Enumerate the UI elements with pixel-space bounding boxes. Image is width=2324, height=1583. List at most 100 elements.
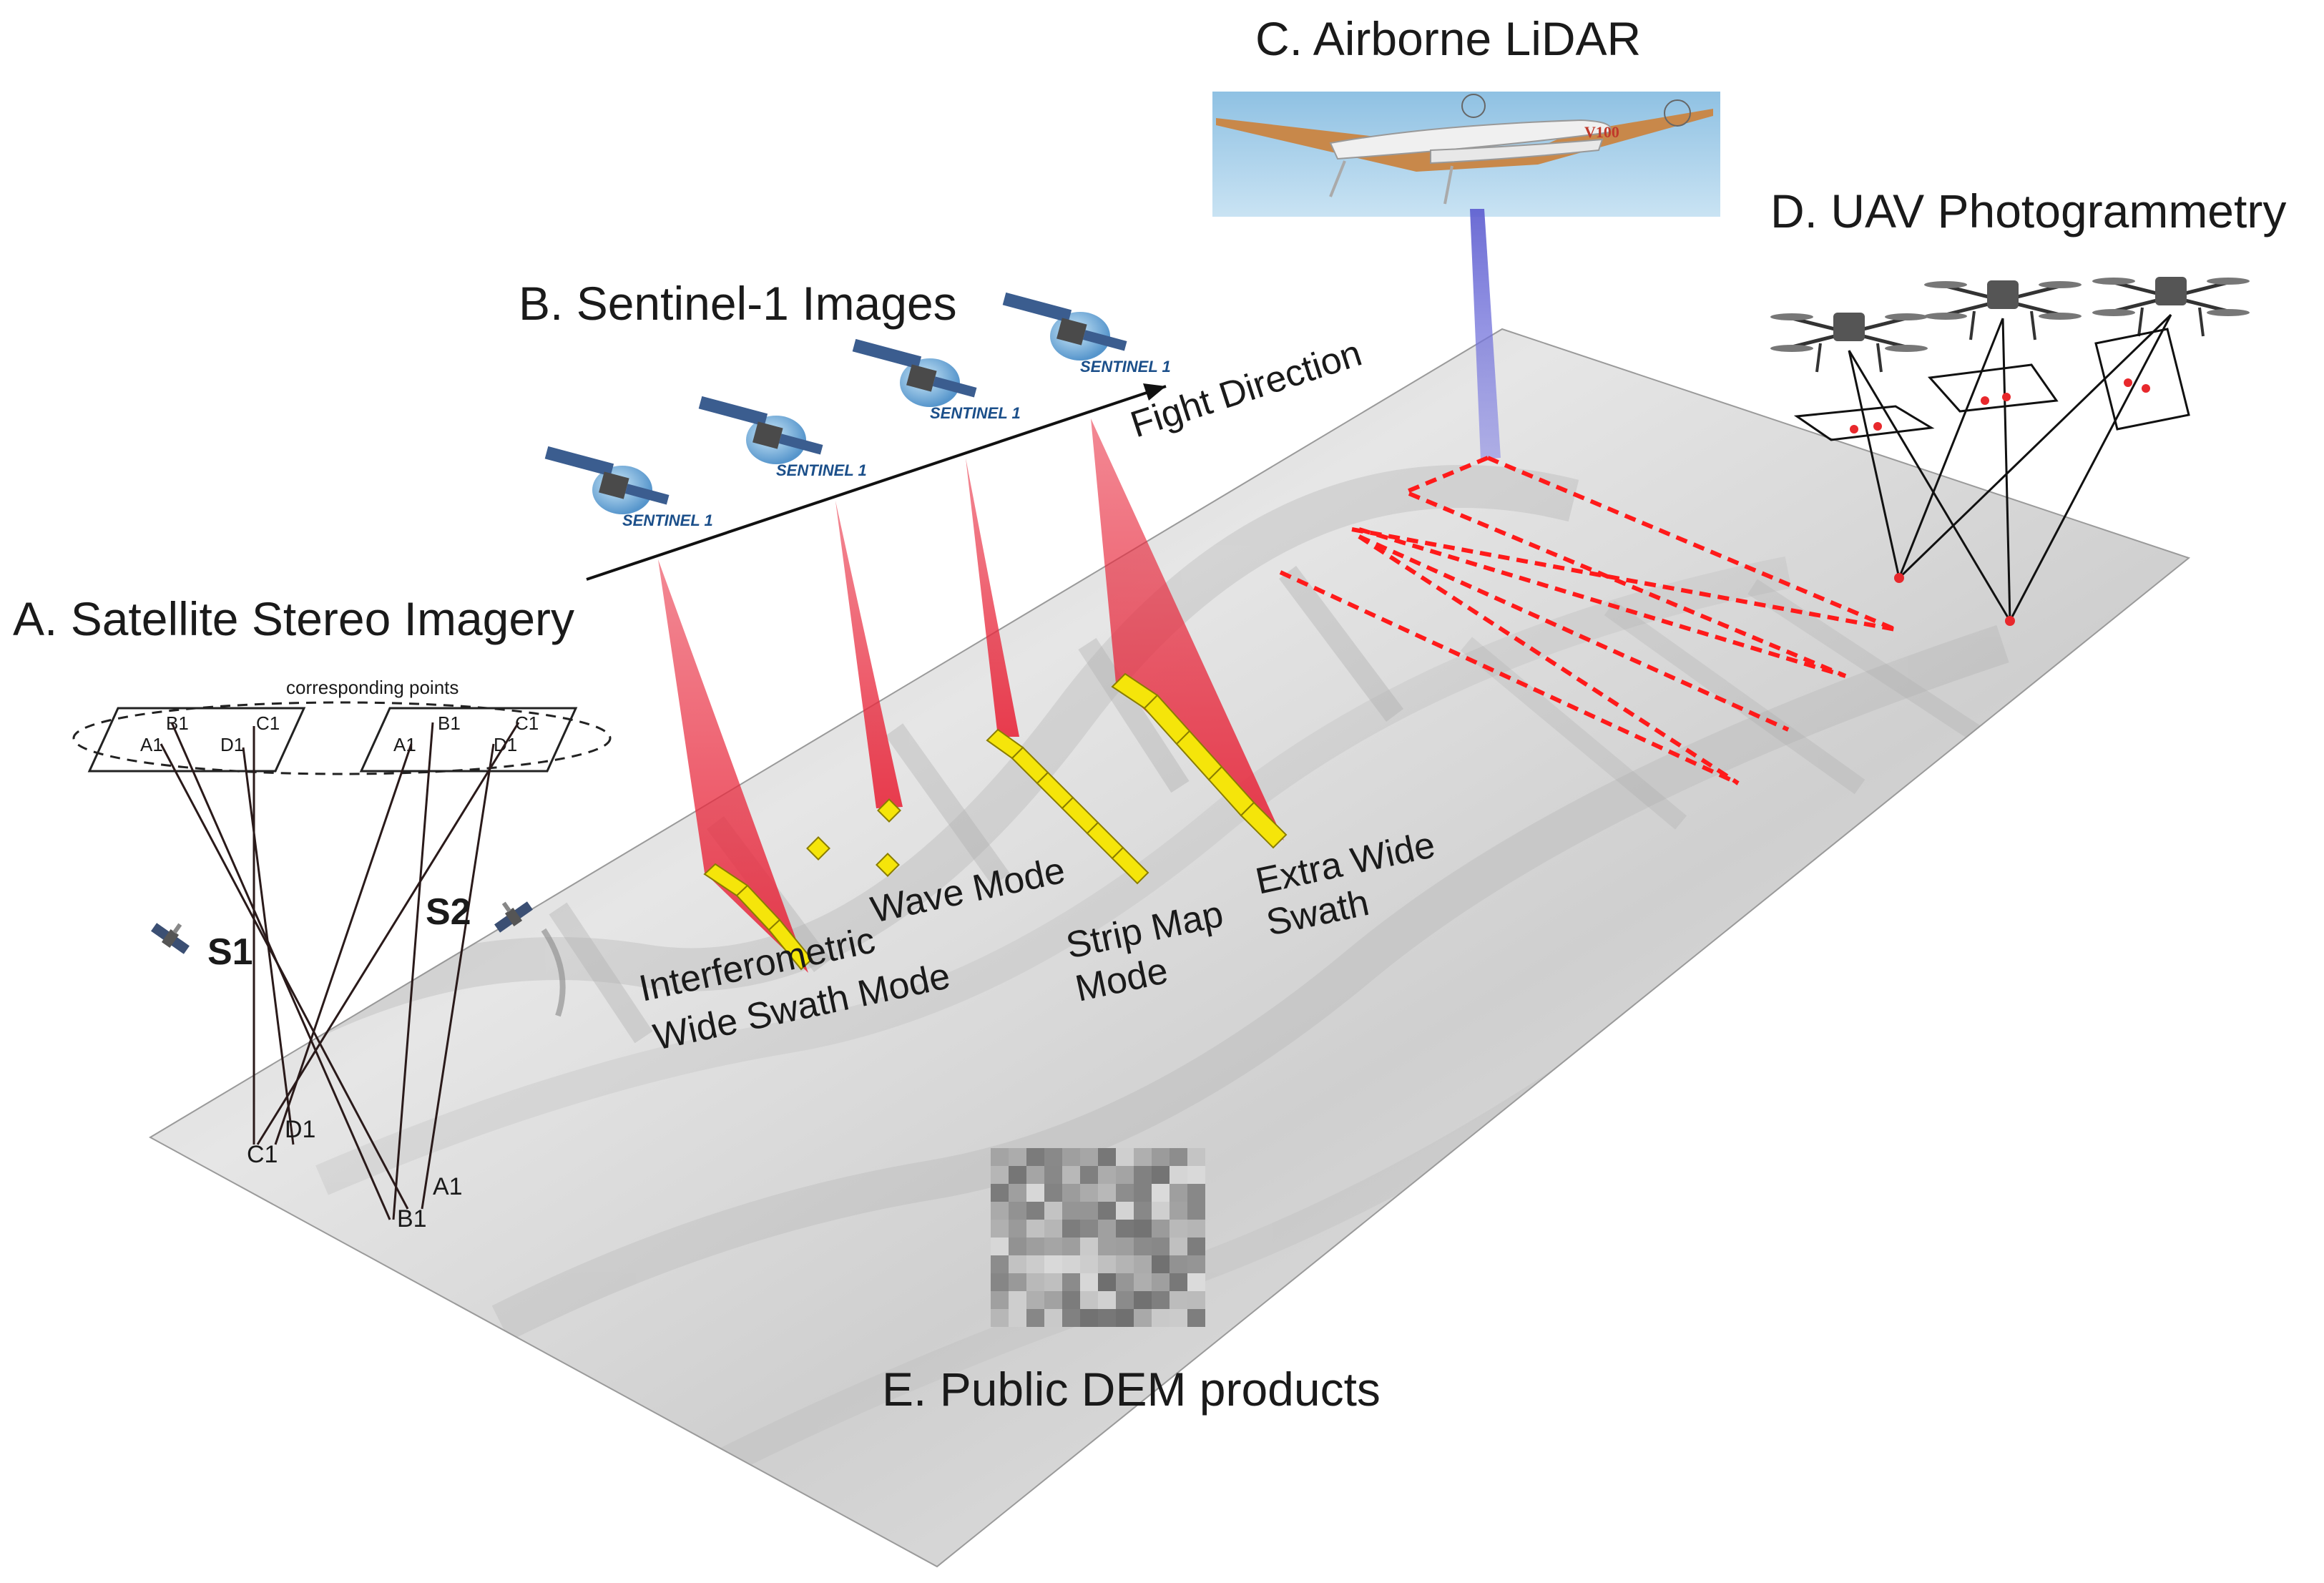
dem-pixel [1044,1184,1062,1202]
flight-direction-line [587,386,1166,579]
dem-pixel [1116,1309,1134,1327]
dem-pixel [991,1166,1009,1184]
dem-pixel [1170,1184,1187,1202]
drone-icon [1770,313,1928,372]
dem-pixel [1152,1184,1170,1202]
dem-pixel [1170,1166,1187,1184]
sentinel-brand-label: SENTINEL 1 [1080,358,1171,376]
sentinel-satellite-2: SENTINEL 1 [699,396,867,479]
dem-pixel [991,1148,1009,1166]
dem-pixel [1134,1309,1152,1327]
dem-pixel [1080,1309,1098,1327]
dem-raster-tile [991,1148,1205,1327]
sentinel-brand-label: SENTINEL 1 [776,461,867,479]
dem-pixel [1116,1148,1134,1166]
dem-pixel [991,1273,1009,1291]
dem-pixel [991,1184,1009,1202]
aircraft-marking: V100 [1584,123,1619,141]
dem-pixel [1009,1220,1026,1238]
dem-pixel [1187,1309,1205,1327]
dem-pixel [1152,1220,1170,1238]
ground-point-d1: D1 [285,1116,315,1143]
dem-pixel [1062,1202,1080,1220]
dem-pixel [1152,1291,1170,1309]
dem-pixel [1170,1291,1187,1309]
dem-pixel [1098,1220,1116,1238]
dem-pixel [1062,1220,1080,1238]
dem-pixel [1116,1255,1134,1273]
uav-image-plane-2 [1930,365,2056,411]
satellite-icon [699,396,823,464]
dem-pixel [1026,1184,1044,1202]
dem-pixel [1098,1291,1116,1309]
dem-pixel [1009,1309,1026,1327]
dem-pixel [1080,1202,1098,1220]
dem-pixel [1026,1238,1044,1255]
dem-pixel [1187,1273,1205,1291]
dem-pixel [1080,1220,1098,1238]
dem-pixel [1134,1291,1152,1309]
dem-pixel [1009,1273,1026,1291]
dem-pixel [1080,1255,1098,1273]
dem-pixel [1170,1238,1187,1255]
dem-pixel [1116,1166,1134,1184]
dem-pixel [1116,1220,1134,1238]
dem-pixel [1026,1220,1044,1238]
lidar-title: C. Airborne LiDAR [1255,12,1641,65]
dem-pixel [1098,1309,1116,1327]
dem-pixel [1026,1273,1044,1291]
dem-pixel [1187,1166,1205,1184]
satellite-s1-label: S1 [207,931,253,973]
dem-pixel [1170,1273,1187,1291]
dem-pixel [1098,1255,1116,1273]
dem-pixel [1080,1238,1098,1255]
dem-pixel [1044,1309,1062,1327]
satellite-s2-label: S2 [426,891,471,933]
satellite-icon [545,446,670,514]
dem-pixel [1152,1148,1170,1166]
point-d1-left: D1 [220,734,244,755]
dem-pixel [1134,1238,1152,1255]
satellite-icon [1003,293,1127,361]
dem-pixel [1187,1202,1205,1220]
dem-pixel [1044,1238,1062,1255]
dem-pixel [1080,1273,1098,1291]
dem-title: E. Public DEM products [882,1363,1381,1416]
dem-pixel [1134,1184,1152,1202]
sentinel-satellite-4: SENTINEL 1 [1003,293,1171,376]
dem-pixel [1080,1184,1098,1202]
dem-pixel [1080,1291,1098,1309]
dem-pixel [1152,1273,1170,1291]
dem-pixel [1134,1273,1152,1291]
dem-pixel [1044,1255,1062,1273]
dem-pixel [1009,1202,1026,1220]
dem-pixel [1044,1273,1062,1291]
dem-pixel [1062,1273,1080,1291]
dem-pixel [1116,1273,1134,1291]
dem-pixel [1062,1184,1080,1202]
sentinel-title: B. Sentinel-1 Images [519,277,957,330]
satellite-stereo-title: A. Satellite Stereo Imagery [13,592,574,645]
dem-pixel [1152,1166,1170,1184]
drone-icon [2092,277,2250,336]
dem-pixel [1009,1255,1026,1273]
dem-pixel [1009,1291,1026,1309]
sentinel-brand-label: SENTINEL 1 [930,404,1021,422]
dem-pixel [1187,1238,1205,1255]
dem-pixel [1134,1148,1152,1166]
dem-pixel [1187,1220,1205,1238]
dem-pixel [1026,1255,1044,1273]
dem-pixel [1134,1166,1152,1184]
dem-pixel [1062,1291,1080,1309]
dem-pixel [1062,1238,1080,1255]
dem-pixel [1026,1148,1044,1166]
dem-pixel [1152,1238,1170,1255]
dem-pixel [1152,1202,1170,1220]
ground-point-c1: C1 [247,1141,278,1168]
dem-pixel [1026,1166,1044,1184]
dem-pixel [1044,1202,1062,1220]
dem-pixel [1098,1238,1116,1255]
dem-pixel [1116,1291,1134,1309]
uav-title: D. UAV Photogrammetry [1770,185,2286,237]
dem-pixel [1026,1309,1044,1327]
